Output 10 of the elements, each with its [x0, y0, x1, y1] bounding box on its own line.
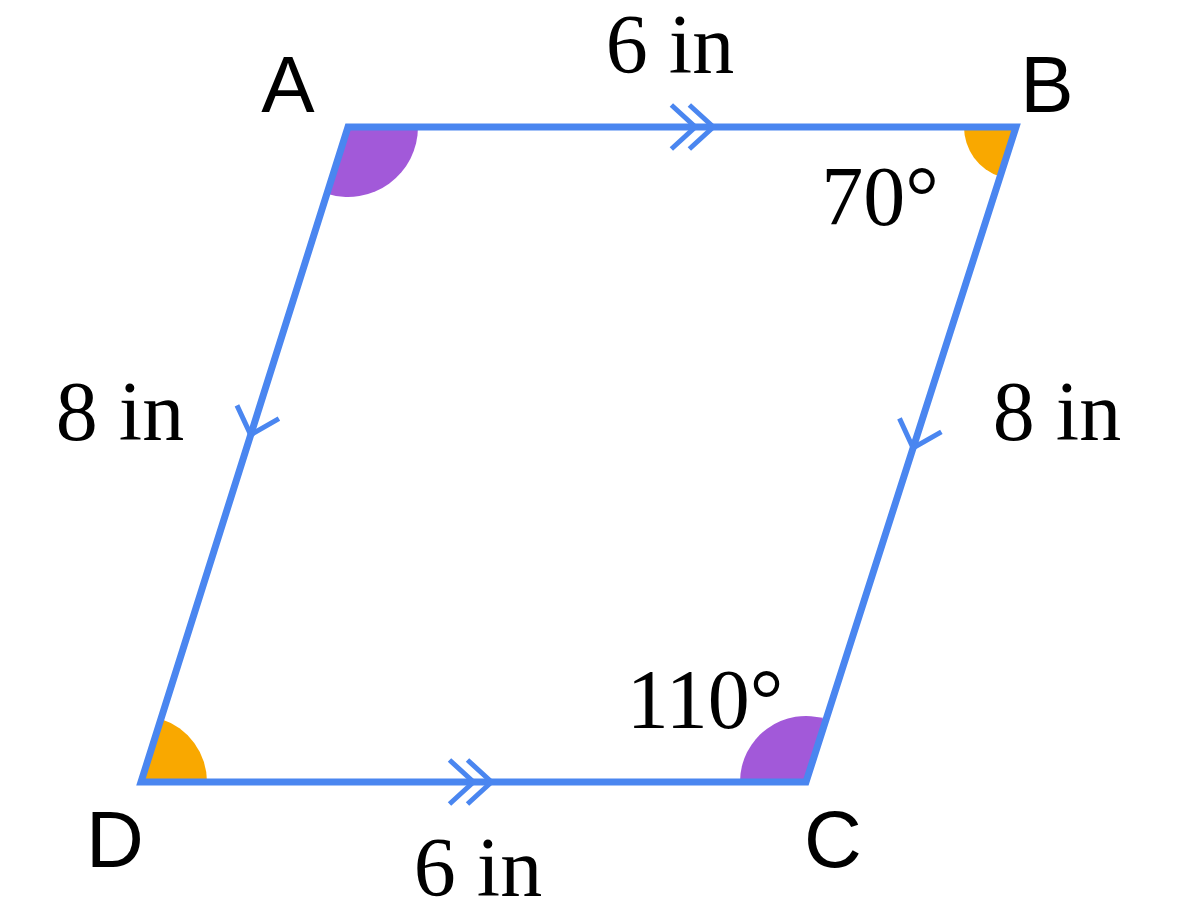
- angle-label: 110°: [626, 658, 784, 742]
- side-length-label: 8 in: [992, 370, 1122, 454]
- vertex-label: C: [804, 800, 862, 880]
- vertex-label: B: [1020, 45, 1074, 125]
- side-length-label: 8 in: [55, 370, 185, 454]
- side-length-label: 6 in: [605, 3, 735, 87]
- vertex-label: D: [86, 800, 144, 880]
- vertex-label: A: [261, 45, 315, 125]
- angle-label: 70°: [821, 155, 939, 239]
- side-length-label: 6 in: [413, 826, 543, 910]
